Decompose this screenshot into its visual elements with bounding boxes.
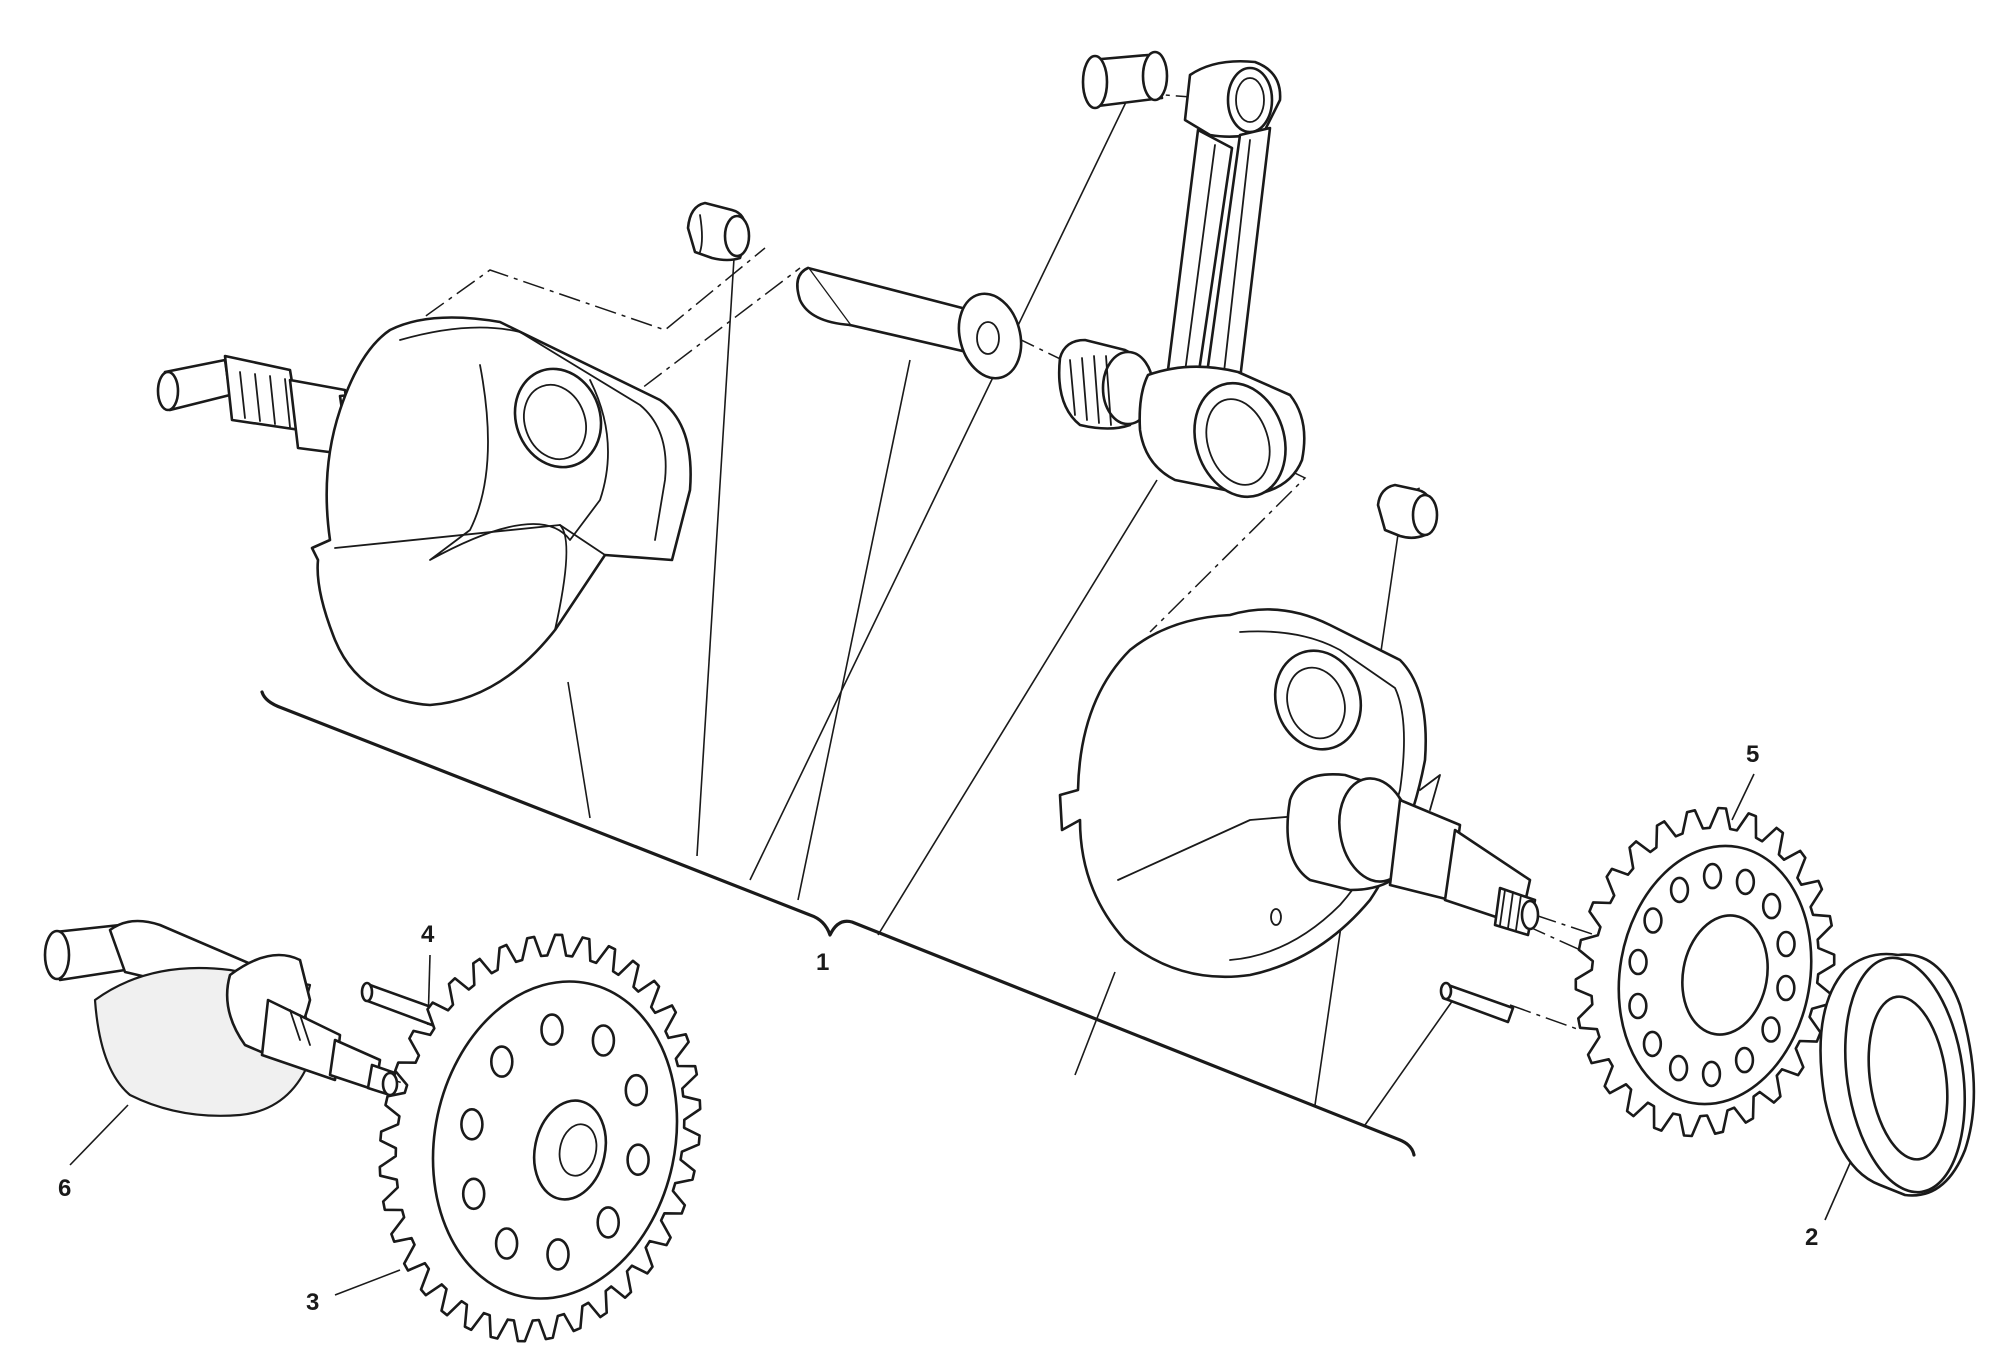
callout-3: 3 [306,1289,319,1316]
lightening-hole [1761,892,1782,920]
callout-4: 4 [421,921,435,948]
callout-5: 5 [1746,741,1759,768]
callouts: 1 2 3 4 5 6 [58,741,1818,1316]
small-end-bush [1081,50,1169,110]
lightening-hole [1668,1054,1689,1082]
seal-washer [1819,952,1976,1197]
right-crank-half [1058,608,1540,979]
lightening-hole [596,1206,621,1239]
lightening-hole [461,1177,486,1211]
lightening-hole [1735,868,1756,896]
lightening-hole [494,1227,519,1260]
lightening-hole [489,1045,514,1078]
timing-sprocket [1574,806,1836,1138]
right-bushing [1376,483,1439,540]
lightening-hole [1776,974,1796,1002]
callout-6: 6 [58,1175,71,1202]
balancer-shaft [43,919,399,1117]
lightening-hole [1734,1046,1755,1074]
lightening-hole [1702,862,1723,890]
callout-2: 2 [1805,1224,1818,1251]
lightening-hole [1643,907,1663,934]
lightening-hole [460,1108,484,1141]
assembly-bracket [260,690,1416,1157]
right-dowel-pin [1439,981,1515,1024]
lightening-hole [1628,992,1648,1020]
lightening-hole [1776,930,1796,958]
lightening-hole [546,1238,570,1271]
callout-1: 1 [816,949,829,976]
primary-gear [378,933,702,1343]
lightening-hole [1669,876,1690,904]
left-crank-half [156,316,692,707]
connecting-rod [1138,59,1306,499]
lightening-hole [1628,948,1648,976]
leader-lines [69,99,1859,1296]
lightening-hole [1761,1016,1781,1043]
lightening-hole [624,1073,649,1107]
crank-pin [796,266,1023,380]
lightening-hole [1701,1060,1722,1088]
lightening-hole [626,1143,650,1176]
lightening-hole [1642,1030,1663,1058]
left-bushing [686,201,751,262]
lightening-hole [591,1024,616,1057]
lightening-hole [540,1013,564,1046]
